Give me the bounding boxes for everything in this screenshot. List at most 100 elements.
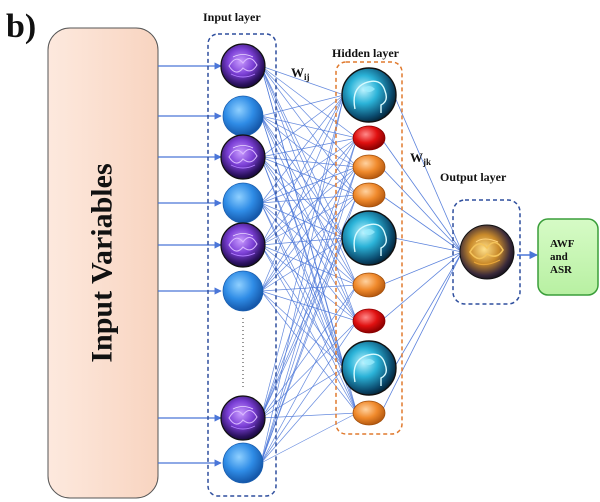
output-result-label: AWF and ASR (550, 237, 575, 276)
connection-line (393, 251, 463, 369)
red-hidden-node (352, 308, 386, 334)
connection-line (260, 166, 358, 246)
connection-line (260, 94, 345, 158)
connection-line (260, 244, 345, 369)
connection-line (260, 94, 345, 117)
purple-brain-icon (220, 222, 266, 268)
connection-line (260, 320, 358, 464)
connection-line (260, 284, 358, 464)
orange-hidden-node (352, 182, 386, 208)
weight-jk-label: Wjk (410, 150, 432, 167)
orange-hidden-node (352, 154, 386, 180)
input-variables-label: Input Variables (86, 163, 119, 363)
weight-jk-subscript: jk (423, 157, 432, 167)
connection-line (260, 237, 345, 464)
blue-input-node (222, 182, 264, 224)
purple-brain-icon (220, 395, 266, 441)
connection-line (260, 65, 358, 139)
connection-line (260, 115, 358, 286)
connection-line (260, 156, 358, 196)
connection-line (260, 115, 358, 168)
blue-head-brain-icon (341, 340, 397, 396)
connection-line (260, 137, 358, 158)
blue-input-node (222, 270, 264, 312)
input-variables-label-wrap: Input Variables (48, 28, 158, 498)
connection-line (260, 166, 358, 204)
orange-hidden-node (352, 400, 386, 426)
connection-line (380, 251, 463, 286)
connection-line (260, 194, 358, 464)
connection-line (260, 156, 358, 286)
weight-ij-label: Wij (291, 65, 310, 82)
blue-input-node (222, 442, 264, 484)
connection-line (260, 412, 358, 464)
connection-line (260, 202, 345, 239)
panel-tag: b) (6, 8, 37, 45)
hidden-layer-frame (335, 61, 403, 435)
output-layer-title: Output layer (440, 170, 507, 184)
orange-hidden-node (352, 272, 386, 298)
connection-line (260, 202, 358, 414)
connection-line (260, 156, 358, 414)
connection-line (380, 166, 463, 253)
connection-line (260, 137, 358, 204)
connection-line (260, 194, 358, 292)
hidden-layer-title: Hidden layer (332, 46, 400, 60)
connection-line (260, 156, 345, 239)
connection-line (260, 290, 345, 369)
connection-line (260, 166, 358, 292)
connection-line (380, 251, 463, 322)
output-result-box (537, 218, 599, 296)
connection-line (260, 412, 358, 419)
weight-ij-subscript: ij (304, 72, 310, 82)
connection-line (260, 367, 345, 419)
connection-line (260, 115, 358, 139)
input-nodes (220, 43, 266, 484)
connection-line (260, 244, 358, 286)
connection-line (260, 137, 358, 464)
input-variables-box (47, 27, 159, 499)
connection-line (393, 94, 463, 253)
connection-line (393, 237, 463, 253)
connection-line (260, 320, 358, 419)
blue-head-brain-icon (341, 67, 397, 123)
connection-line (260, 194, 358, 246)
connection-line (260, 65, 358, 286)
connection-line (260, 94, 345, 204)
input-layer-title: Input layer (203, 10, 261, 24)
connection-line (260, 202, 345, 369)
blue-head-brain-icon (341, 210, 397, 266)
purple-brain-icon (220, 43, 266, 89)
hidden-nodes (341, 67, 397, 426)
red-hidden-node (352, 125, 386, 151)
connection-line (260, 202, 358, 322)
connection-line (260, 194, 358, 419)
connection-line (260, 166, 358, 419)
connection-line (260, 156, 358, 322)
connection-line (260, 94, 345, 419)
connection-line (260, 284, 358, 419)
weight-ij-base: W (291, 65, 304, 80)
connection-line (260, 244, 358, 322)
connection-line (260, 115, 358, 322)
connection-line (380, 251, 463, 414)
connection-line (260, 65, 358, 196)
connection-line (260, 65, 358, 168)
purple-brain-icon (220, 134, 266, 180)
connection-line (260, 94, 345, 464)
input-arrows (158, 62, 222, 467)
golden-brain-icon (459, 224, 515, 280)
connection-line (260, 137, 358, 246)
weight-jk-base: W (410, 150, 423, 165)
hidden-output-connections (380, 94, 463, 414)
connection-line (260, 237, 345, 419)
connection-line (260, 237, 345, 292)
connection-line (260, 194, 358, 204)
connection-line (260, 156, 358, 168)
connection-line (380, 194, 463, 253)
connection-line (380, 137, 463, 253)
connection-line (260, 137, 358, 419)
connection-line (260, 237, 345, 246)
blue-input-node (222, 95, 264, 137)
